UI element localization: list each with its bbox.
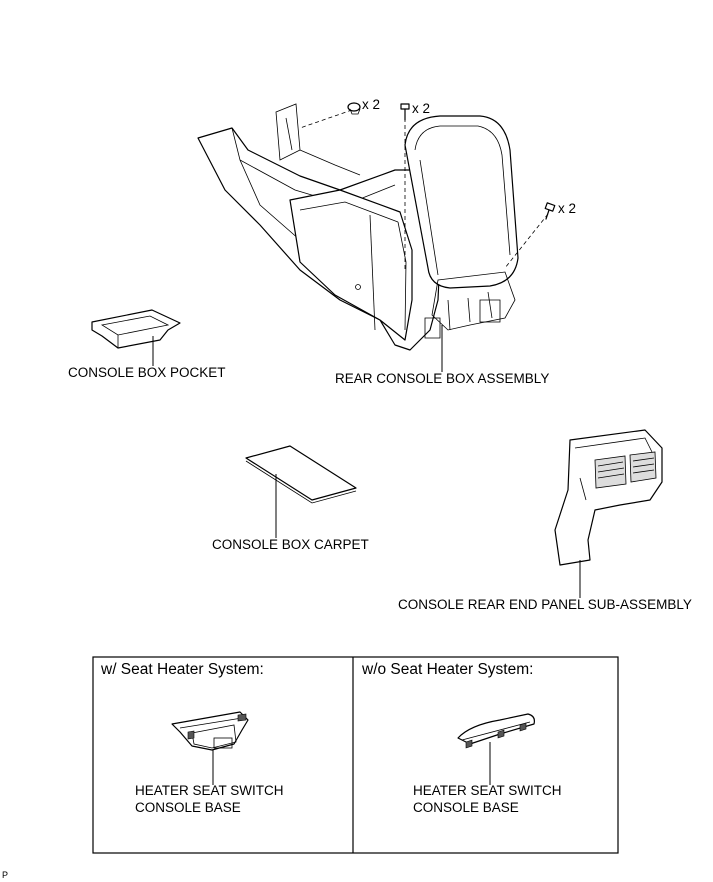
console-rear-end-panel-drawing — [554, 429, 663, 566]
variant-table-border — [92, 656, 619, 854]
rear-console-box-assembly-label: REAR CONSOLE BOX ASSEMBLY — [335, 371, 550, 386]
bolt-right-quantity: x 2 — [558, 201, 577, 216]
without-seat-heater-title: w/o Seat Heater System: — [362, 661, 534, 678]
console-box-carpet-drawing — [245, 445, 357, 504]
console-box-pocket-drawing — [91, 309, 181, 349]
bolt-icon — [544, 202, 556, 220]
clip-guide-line — [299, 109, 353, 129]
without-heater-part-label-line1: HEATER SEAT SWITCH — [413, 783, 562, 798]
with-heater-part-label-line1: HEATER SEAT SWITCH — [135, 783, 284, 798]
clip-icon — [347, 102, 361, 115]
console-box-carpet-label: CONSOLE BOX CARPET — [212, 537, 369, 552]
console-box-pocket-label: CONSOLE BOX POCKET — [68, 365, 226, 380]
bolt-right-guide-line — [504, 213, 549, 269]
heater-seat-switch-base-without-heater-drawing — [457, 713, 535, 749]
heater-seat-switch-base-with-heater-drawing — [171, 711, 249, 751]
with-seat-heater-title: w/ Seat Heater System: — [101, 661, 264, 678]
clip-quantity: x 2 — [362, 97, 381, 112]
corner-mark: P — [2, 870, 9, 880]
with-heater-part-label-line2: CONSOLE BASE — [135, 800, 241, 815]
rear-console-box-assembly-drawing — [197, 103, 549, 351]
bolt-center-quantity: x 2 — [412, 101, 431, 116]
console-rear-end-panel-label: CONSOLE REAR END PANEL SUB-ASSEMBLY — [398, 597, 692, 612]
bolt-icon — [400, 103, 410, 121]
without-heater-part-label-line2: CONSOLE BASE — [413, 800, 519, 815]
